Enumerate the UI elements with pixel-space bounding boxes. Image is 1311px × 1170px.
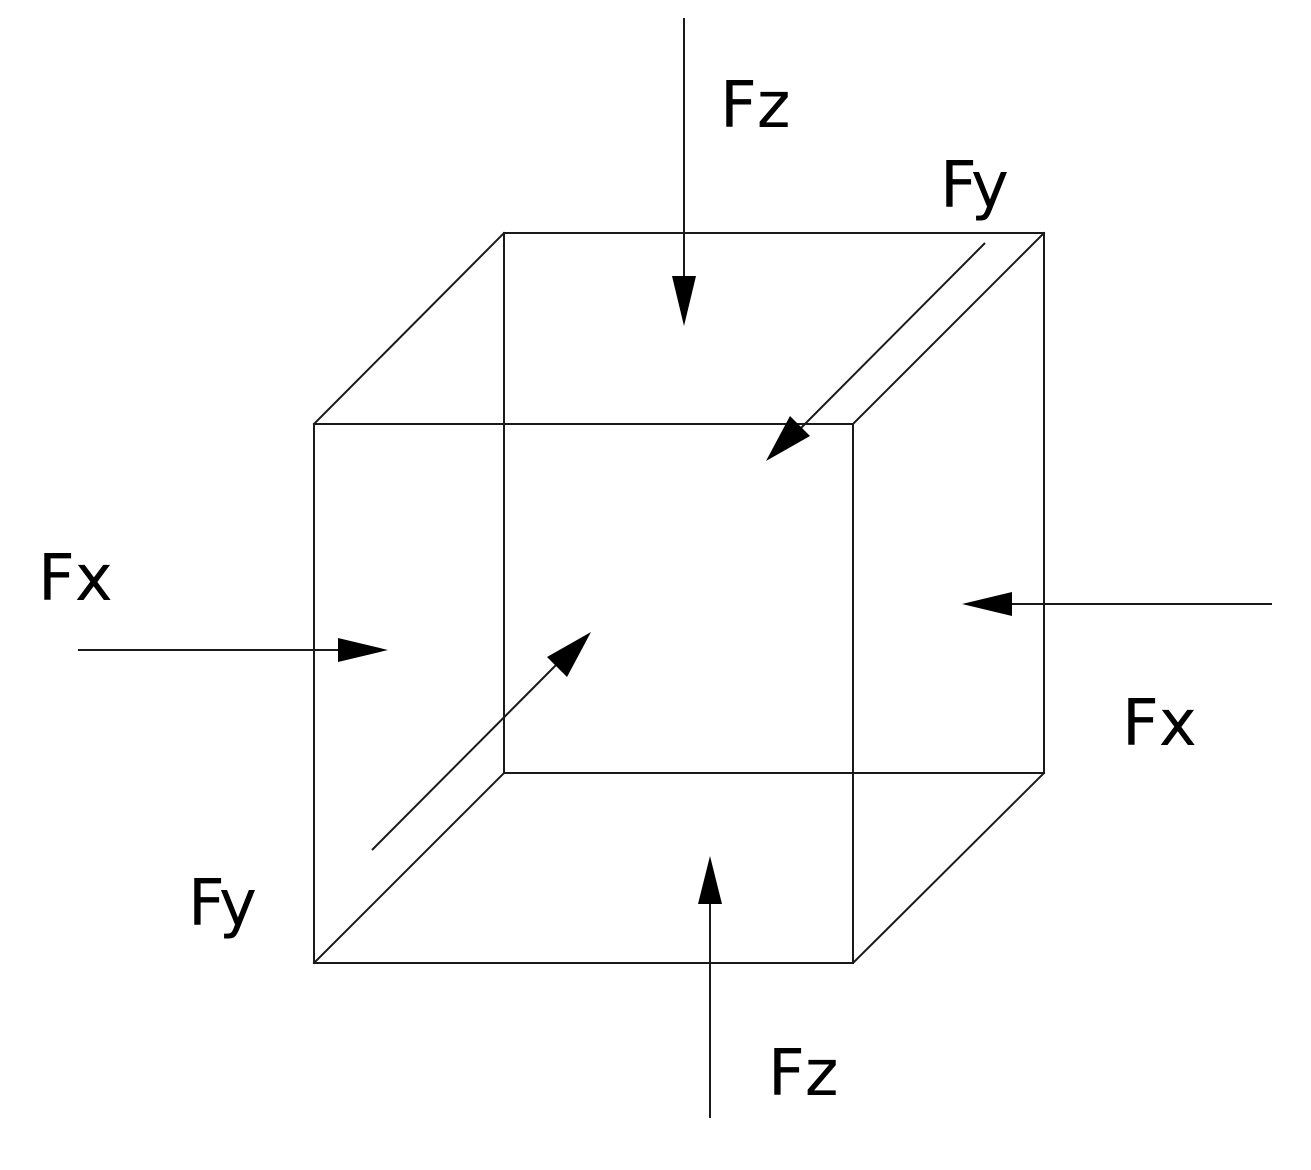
fz-bottom-arrowhead [698, 856, 722, 904]
cube [312, 231, 1046, 965]
force-arrow-fy-top [766, 242, 986, 461]
label-fz-top: Fz [720, 69, 790, 143]
force-arrow-fz-top [672, 18, 696, 326]
cube-back-face [503, 232, 1045, 774]
fx-left-arrowhead [338, 638, 388, 662]
fy-bottom-shaft [371, 658, 563, 851]
cube-edge-top-right [851, 231, 1046, 426]
label-fz-bottom: Fz [768, 1037, 838, 1111]
force-arrow-fx-left [78, 638, 388, 662]
force-arrow-fz-bottom [698, 856, 722, 1118]
fy-top-shaft [794, 242, 986, 435]
cube-edge-top-left [312, 231, 506, 426]
force-arrow-fy-bottom [371, 632, 591, 851]
fz-top-arrowhead [672, 276, 696, 326]
cube-edge-bottom-right [851, 771, 1046, 965]
fy-top-arrowhead [766, 416, 810, 461]
label-fy-top: Fy [940, 149, 1009, 223]
cube-edge-bottom-left [312, 771, 506, 965]
force-arrow-fx-right [962, 592, 1272, 616]
fx-right-arrowhead [962, 592, 1012, 616]
fy-bottom-arrowhead [547, 632, 591, 677]
label-fx-left: Fx [38, 542, 113, 616]
cube-front-face [313, 423, 854, 964]
label-fx-right: Fx [1122, 687, 1197, 761]
label-fy-bottom: Fy [188, 867, 257, 941]
